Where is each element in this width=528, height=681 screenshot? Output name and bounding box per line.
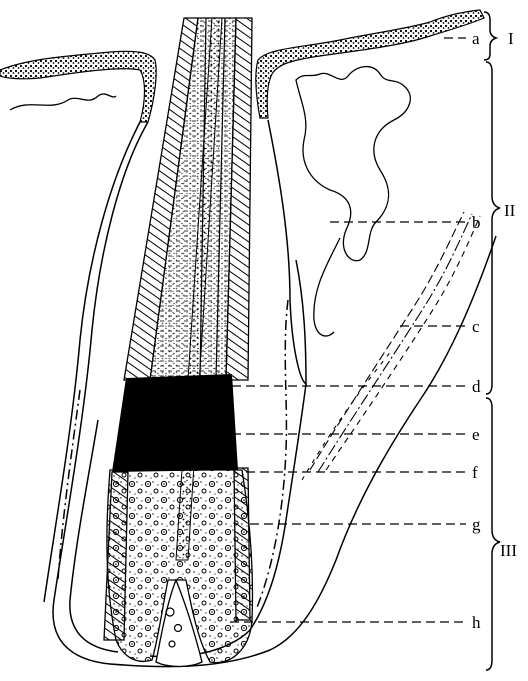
keratogenous-zone xyxy=(112,374,238,472)
label-h: h xyxy=(472,613,481,632)
label-e: e xyxy=(472,425,480,444)
bracket-II xyxy=(486,62,500,394)
label-b: b xyxy=(472,213,481,232)
label-a: a xyxy=(472,29,480,48)
label-g: g xyxy=(472,515,481,534)
label-d: d xyxy=(472,377,481,396)
label-f: f xyxy=(472,463,478,482)
region-label-II: II xyxy=(504,201,516,220)
bracket-III xyxy=(486,398,500,670)
bracket-I xyxy=(484,12,496,60)
letter-labels: a b c d e f g h xyxy=(472,29,481,632)
region-label-III: III xyxy=(500,541,517,560)
arrector-pili-muscle xyxy=(302,212,480,480)
region-labels: I II III xyxy=(500,29,517,560)
region-brackets xyxy=(484,12,500,670)
label-c: c xyxy=(472,317,480,336)
region-label-I: I xyxy=(508,29,514,48)
